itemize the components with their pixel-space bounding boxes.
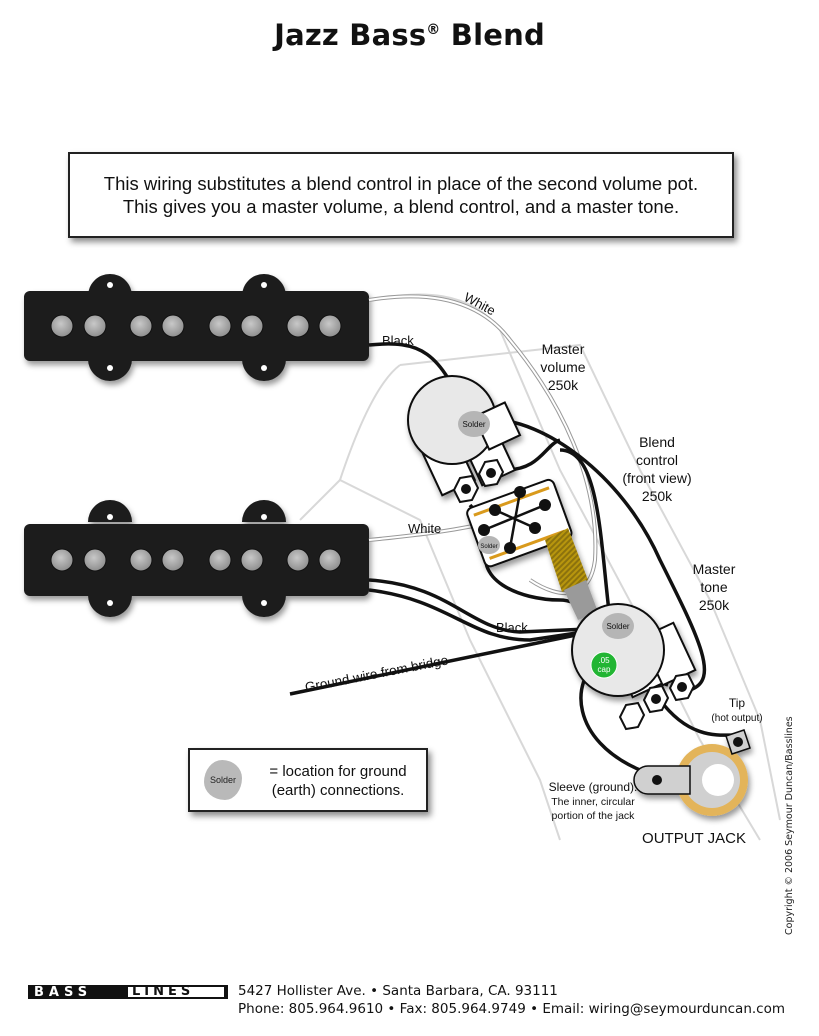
tone-solder-blob: Solder [602, 613, 634, 639]
output-jack [633, 729, 751, 816]
pole-piece [83, 314, 107, 338]
label-master-volume-2: volume [540, 359, 585, 375]
label-blend-4: 250k [642, 488, 673, 504]
label-master-tone-3: 250k [699, 597, 730, 613]
volume-lugs [452, 458, 505, 504]
basslines-logo: BASS LINES [28, 984, 228, 1000]
label-ground-wire: Ground wire from bridge [304, 652, 450, 694]
pole-piece [83, 548, 107, 572]
bridge-pole-pieces [50, 548, 342, 572]
logo-lines: LINES [128, 985, 224, 998]
label-black-bottom: Black [496, 620, 528, 635]
tone-lugs [618, 672, 696, 731]
copyright-notice: Copyright © 2006 Seymour Duncan/Bassline… [784, 716, 795, 935]
tone-capacitor: .05 cap [590, 651, 618, 679]
label-white-bottom: White [408, 521, 441, 536]
pole-piece [318, 548, 342, 572]
footer-address: 5427 Hollister Ave. • Santa Barbara, CA.… [238, 983, 558, 999]
label-master-tone-2: tone [700, 579, 727, 595]
pole-piece [286, 314, 310, 338]
svg-text:.05: .05 [598, 656, 610, 665]
pole-piece [161, 314, 185, 338]
legend-line-2: (earth) connections. [271, 782, 405, 799]
svg-text:Solder: Solder [606, 622, 629, 631]
pole-piece [240, 548, 264, 572]
neck-pole-pieces [50, 314, 342, 338]
intro-line-2: This gives you a master volume, a blend … [122, 196, 680, 217]
pole-piece [161, 548, 185, 572]
blend-internal-wires [483, 491, 546, 549]
pole-piece [318, 314, 342, 338]
label-blend-1: Blend [639, 434, 675, 450]
footer-contact: 5427 Hollister Ave. • Santa Barbara, CA.… [238, 982, 785, 1018]
label-sleeve-1: Sleeve (ground). [549, 780, 638, 794]
label-master-volume-3: 250k [548, 377, 579, 393]
label-sleeve-3: portion of the jack [552, 810, 636, 822]
pole-piece [50, 314, 74, 338]
solder-legend-blob: Solder [204, 760, 242, 800]
pole-piece [129, 314, 153, 338]
label-tip-sub: (hot output) [711, 713, 762, 724]
page-title: Jazz Bass® Blend [0, 18, 819, 52]
intro-line-1: This wiring substitutes a blend control … [103, 173, 699, 194]
pole-piece [286, 548, 310, 572]
jack-lugs [652, 737, 743, 785]
logo-bass: BASS [34, 984, 93, 1000]
label-blend-2: control [636, 452, 678, 468]
neck-pickup [24, 274, 369, 381]
blend-solder-blob: Solder [478, 536, 500, 554]
pole-piece [129, 548, 153, 572]
title-main: Jazz Bass [274, 18, 427, 52]
solder-legend: Solder = location for ground (earth) con… [188, 748, 428, 812]
label-tip: Tip [729, 696, 746, 710]
svg-text:Solder: Solder [462, 420, 485, 429]
footer-contact-line: Phone: 805.964.9610 • Fax: 805.964.9749 … [238, 1001, 786, 1017]
label-master-tone-1: Master [693, 561, 736, 577]
svg-text:Solder: Solder [480, 544, 497, 550]
legend-line-1: = location for ground [269, 763, 407, 780]
volume-solder-blob: Solder [458, 411, 490, 437]
label-output-jack: OUTPUT JACK [642, 830, 746, 847]
pole-piece [208, 314, 232, 338]
title-suffix: Blend [450, 18, 545, 52]
label-sleeve-2: The inner, circular [551, 796, 635, 808]
solder-legend-text: = location for ground (earth) connection… [250, 762, 426, 800]
label-black-top: Black [382, 333, 414, 348]
registered-mark: ® [426, 22, 441, 38]
pole-piece [240, 314, 264, 338]
label-blend-3: (front view) [622, 470, 691, 486]
bridge-pickup [24, 500, 369, 617]
svg-text:cap: cap [598, 665, 611, 674]
label-master-volume-1: Master [542, 341, 585, 357]
pole-piece [208, 548, 232, 572]
pole-piece [50, 548, 74, 572]
intro-box: This wiring substitutes a blend control … [68, 152, 734, 238]
